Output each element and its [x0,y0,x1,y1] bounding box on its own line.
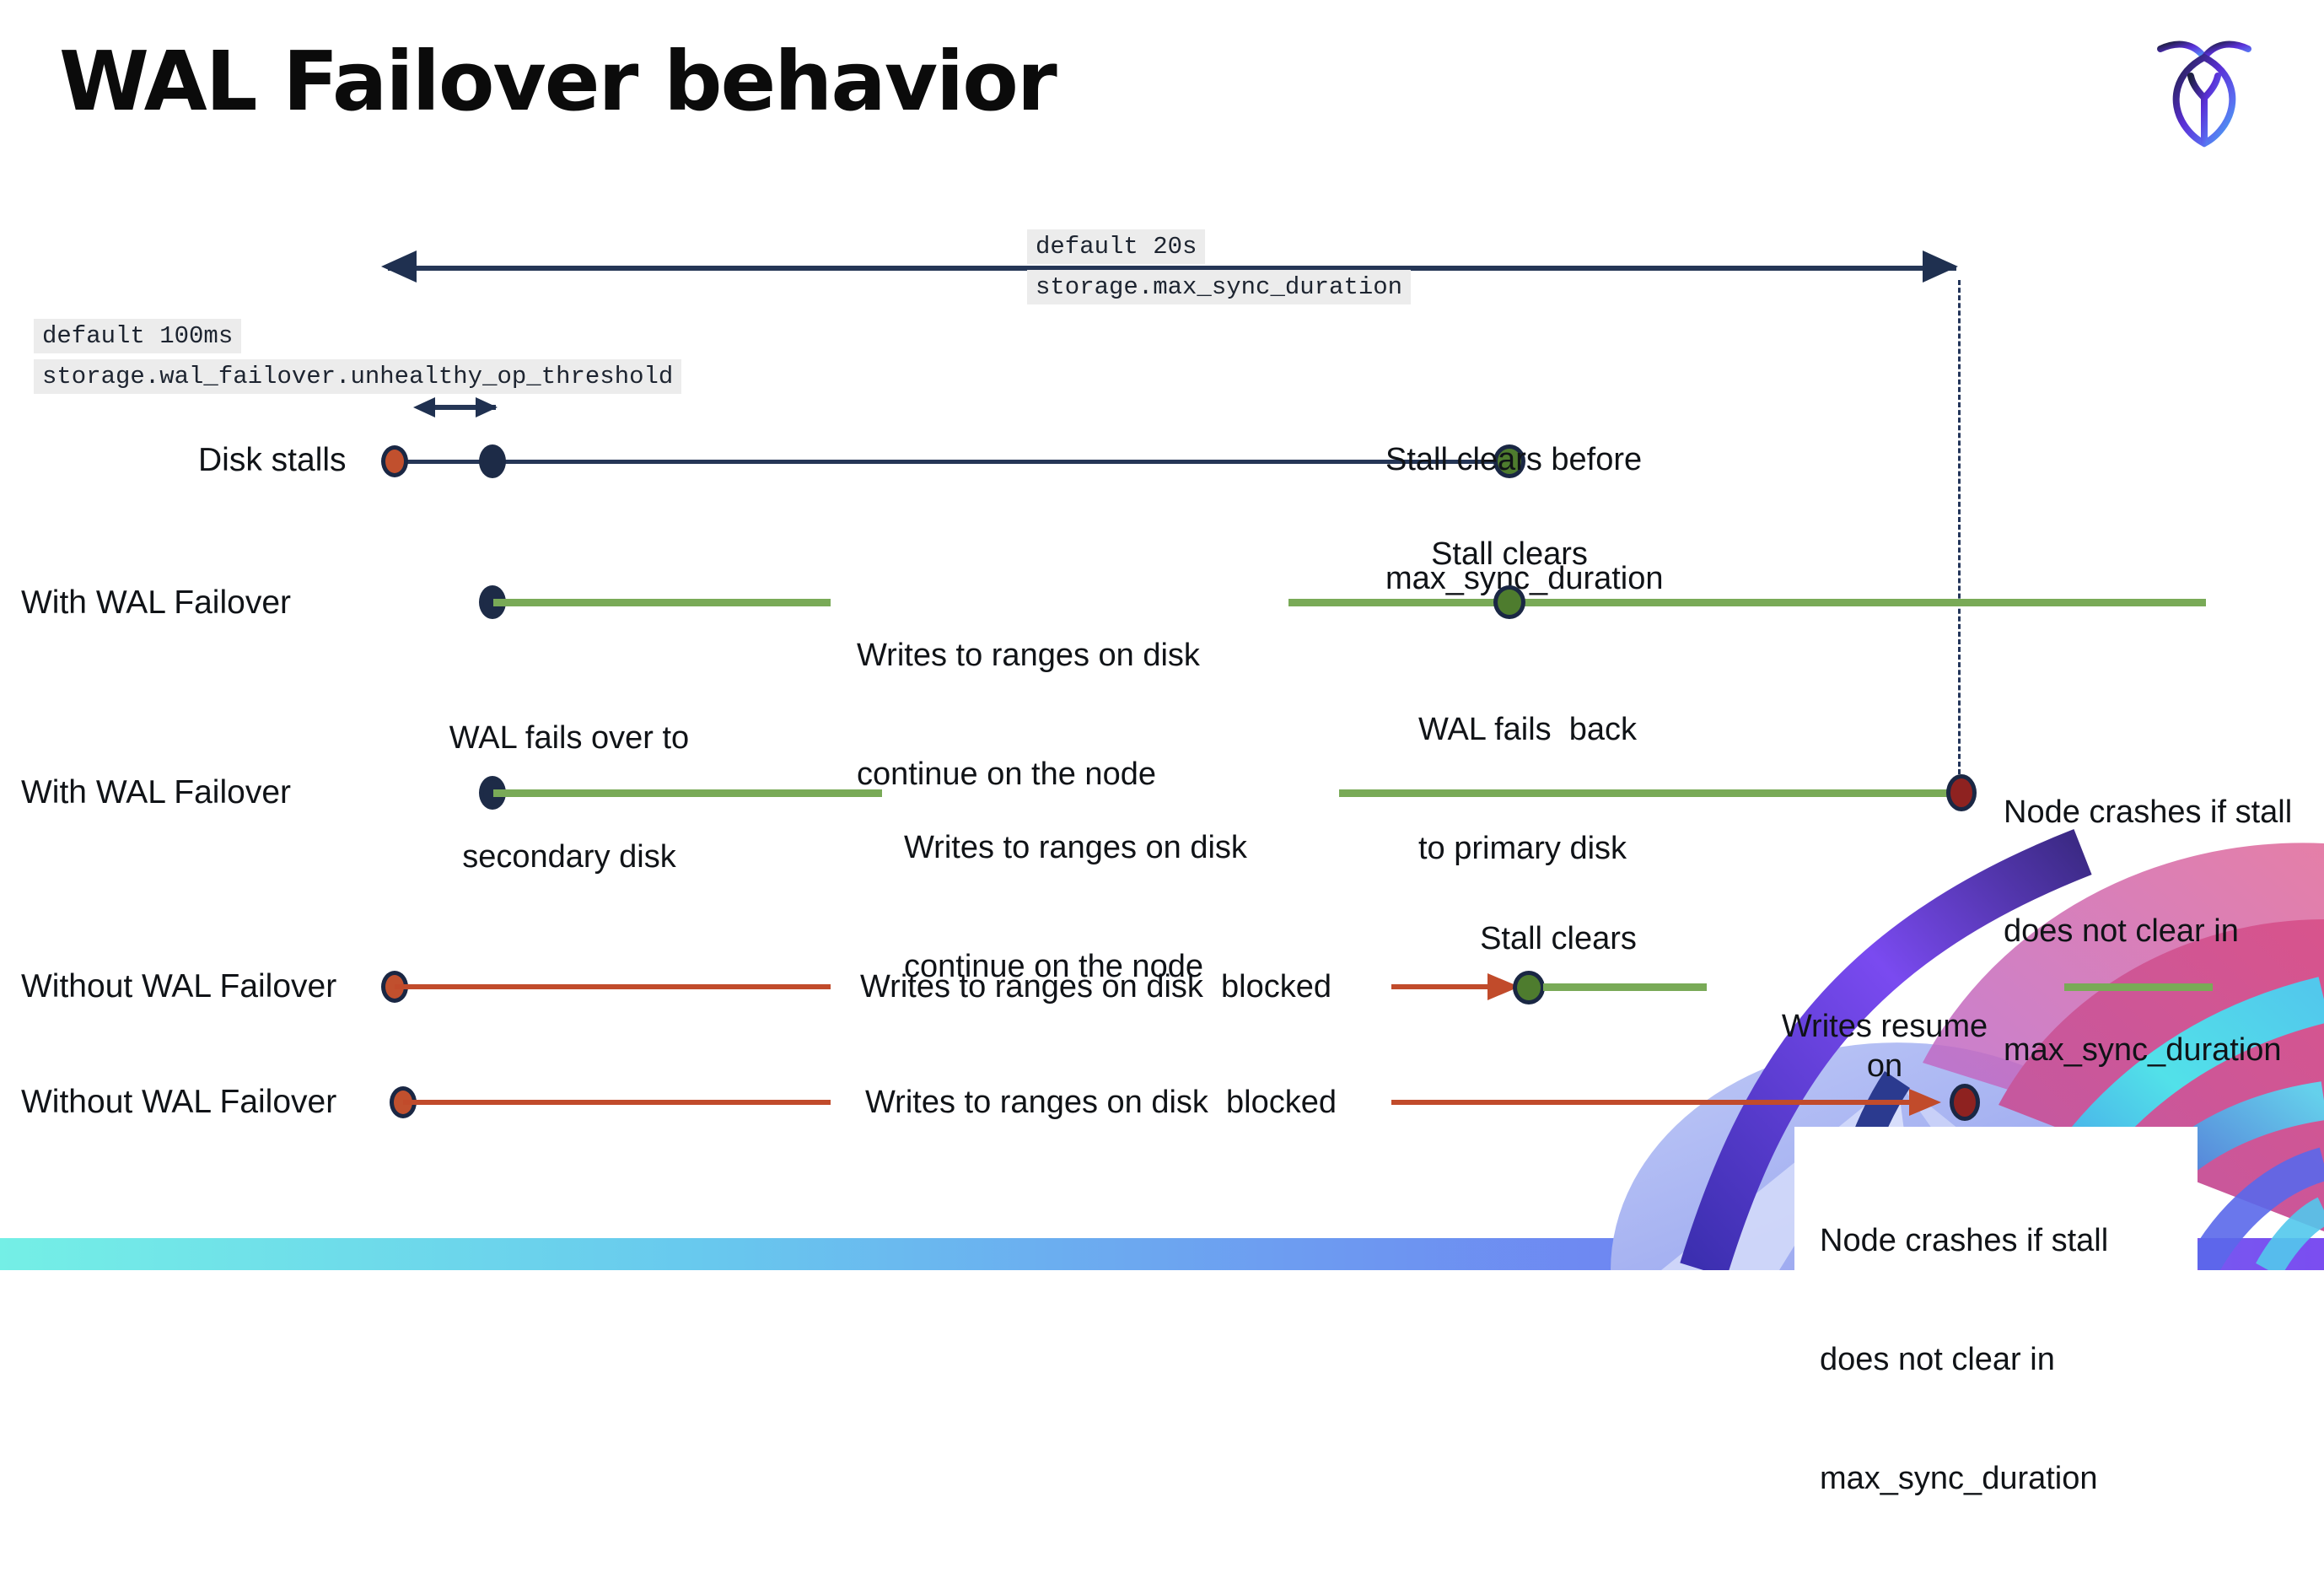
note-line: WAL fails over to [449,720,690,756]
row-label-with-wal-failover-1: With WAL Failover [21,584,291,621]
stall-clears-note-1: Stall clears [1431,536,1588,572]
note-line: WAL fails back [1418,712,1638,747]
note-line: Writes to ranges on disk [857,638,1200,673]
stall-clears-note-3: Stall clears [1480,921,1637,956]
writes-resume-line-3 [1543,983,1707,991]
note-line: Writes resume on [1781,1009,1997,1084]
node-crash-dot-2 [1950,1084,1980,1121]
unhealthy-default-label: default 100ms [34,319,242,353]
note-line: does not clear in [1820,1342,2055,1377]
writes-blocked-line-3a [395,984,831,989]
unhealthy-setting-label: storage.wal_failover.unhealthy_op_thresh… [34,359,682,394]
writes-continue-line-2b [1339,789,1951,797]
threshold-dot [479,444,506,478]
max-sync-span-left-arrowhead-icon [381,250,417,283]
note-line: secondary disk [462,839,676,875]
failback-dot [1493,585,1525,619]
stall-clear-dot-3 [1513,971,1545,1004]
max-sync-setting-label: storage.max_sync_duration [1027,270,1412,304]
writes-blocked-line-4a [403,1100,831,1105]
stall-clear-dot [1493,444,1525,478]
max-sync-span-line [388,266,1956,271]
note-line: max_sync_duration [2004,1032,2282,1068]
writes-continue-line-a [493,599,831,606]
row-label-with-wal-failover-2: With WAL Failover [21,774,291,811]
note-line: to primary disk [1418,831,1627,866]
node-crash-note-2: Node crashes if stall does not clear in … [1820,1142,2198,1578]
threshold-span-right-arrowhead-icon [476,397,498,417]
cockroachdb-logo-icon [2157,40,2251,148]
writes-resume-line-3-far [2064,983,2213,991]
node-crash-dot-1 [1946,774,1977,811]
row-label-without-wal-failover-2: Without WAL Failover [21,1084,337,1120]
threshold-span-left-arrowhead-icon [413,397,435,417]
writes-blocked-line-4b [1391,1100,1911,1105]
note-line: max_sync_duration [1385,561,1664,596]
disk-stall-timeline [395,460,1509,464]
writes-blocked-line-3b [1391,984,1489,989]
threshold-span-line [423,405,496,410]
note-line: continue on the node [857,757,1156,792]
node-crash-callout: Node crashes if stall does not clear in … [1794,1127,2198,1496]
node-crash-note-1: Node crashes if stall does not clear in … [2004,714,2292,1110]
note-line: Node crashes if stall [2004,794,2293,830]
stall-clears-before-note: Stall clears before max_sync_duration [1385,361,1664,638]
note-line: Node crashes if stall [1820,1223,2109,1258]
writes-continue-line-2a [493,789,882,797]
row-label-without-wal-failover-1: Without WAL Failover [21,968,337,1004]
writes-blocked-note-3: Writes to ranges on disk blocked [860,969,1332,1004]
stall-start-dot [381,445,408,477]
blocked-arrowhead-icon-4 [1909,1089,1941,1116]
max-sync-span-right-arrowhead-icon [1923,250,1958,283]
failover-secondary-note: WAL fails over to secondary disk [434,639,704,917]
writes-blocked-note-4: Writes to ranges on disk blocked [865,1085,1337,1120]
note-line: does not clear in [2004,913,2239,949]
max-sync-default-label: default 20s [1027,229,1206,264]
row-label-disk-stalls: Disk stalls [198,442,347,478]
writes-continue-line-b [1288,599,2206,606]
writes-continue-note-2: Writes to ranges on disk continue on the… [904,749,1247,1026]
note-line: Stall clears before [1385,442,1643,477]
slide: { "page": { "title": "WAL Failover behav… [0,34,2324,1496]
writes-continue-note: Writes to ranges on disk continue on the… [857,557,1200,834]
note-line: max_sync_duration [1820,1461,2098,1496]
page-title: WAL Failover behavior [59,34,1057,129]
failback-primary-note: WAL fails back to primary disk [1418,631,1637,908]
note-line: continue on the node [904,949,1203,984]
note-line: Writes to ranges on disk [904,830,1247,865]
max-sync-dashed-connector [1958,280,1961,774]
